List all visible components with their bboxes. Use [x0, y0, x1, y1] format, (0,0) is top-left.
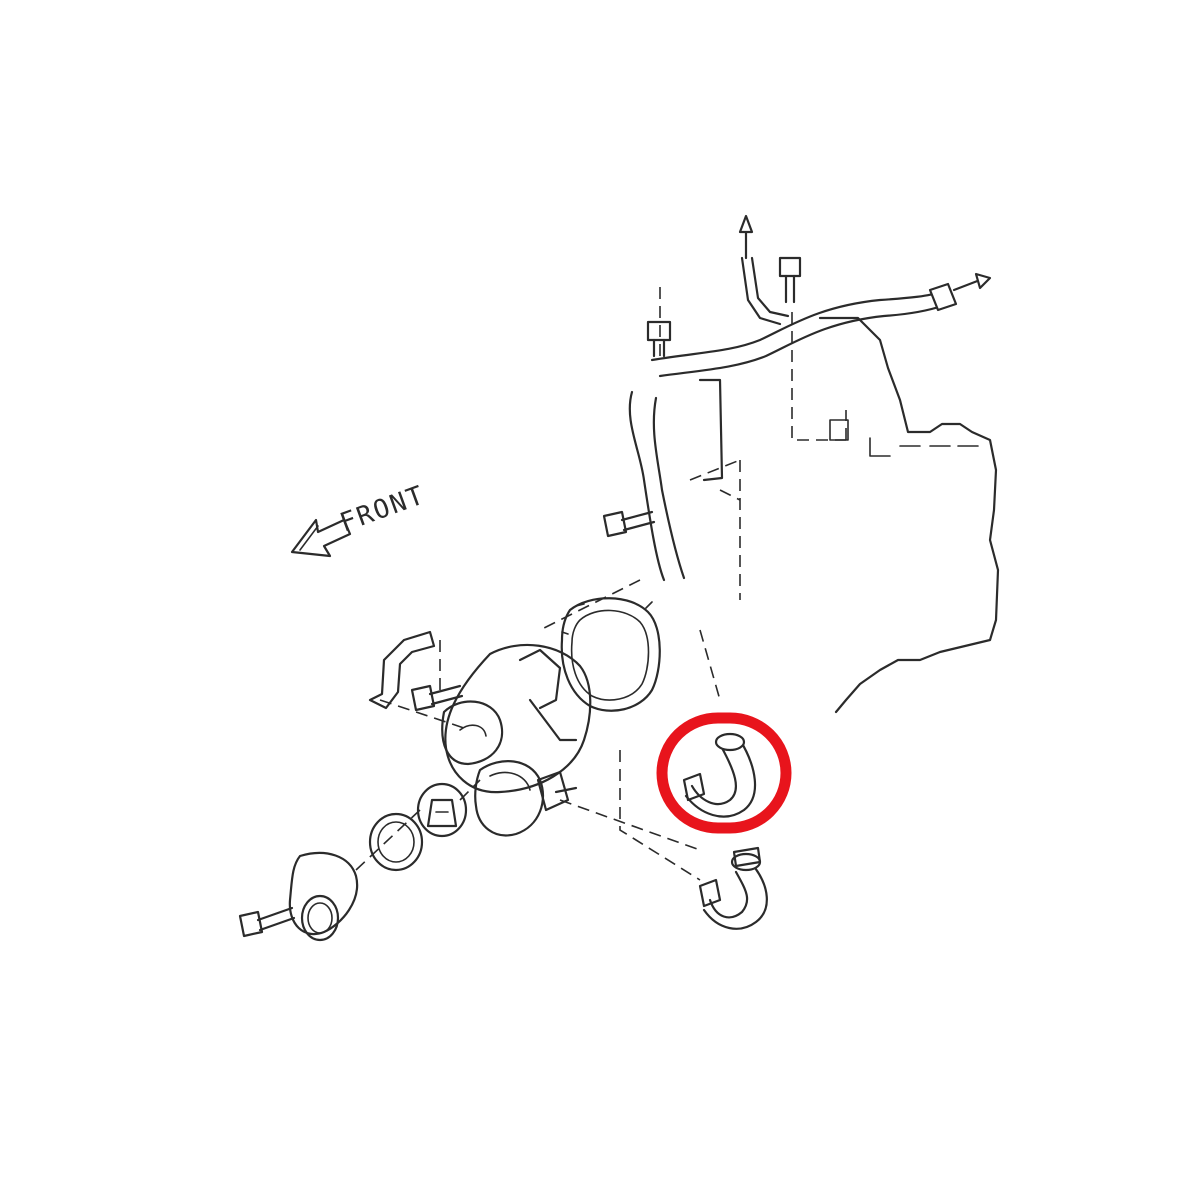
pipe-bracket	[368, 630, 436, 710]
front-label: FRONT	[336, 480, 429, 538]
clamp-icon	[698, 846, 762, 908]
flow-arrow-icon	[738, 214, 992, 292]
water-pump-icon	[441, 643, 592, 837]
thermostat-cover-icon	[288, 851, 359, 942]
leader-lines	[355, 280, 741, 881]
front-arrow-icon	[290, 518, 352, 558]
hose-icon	[702, 852, 768, 930]
highlight-ring	[656, 712, 792, 834]
engine-block-icon	[791, 312, 1000, 714]
gasket-icon	[560, 597, 661, 712]
coolant-pipe-assembly	[628, 256, 958, 582]
highlighted-hose	[682, 732, 757, 818]
thermostat-icon	[416, 782, 468, 838]
bolt-icon	[238, 256, 802, 938]
thermostat-gasket-icon	[368, 812, 424, 872]
